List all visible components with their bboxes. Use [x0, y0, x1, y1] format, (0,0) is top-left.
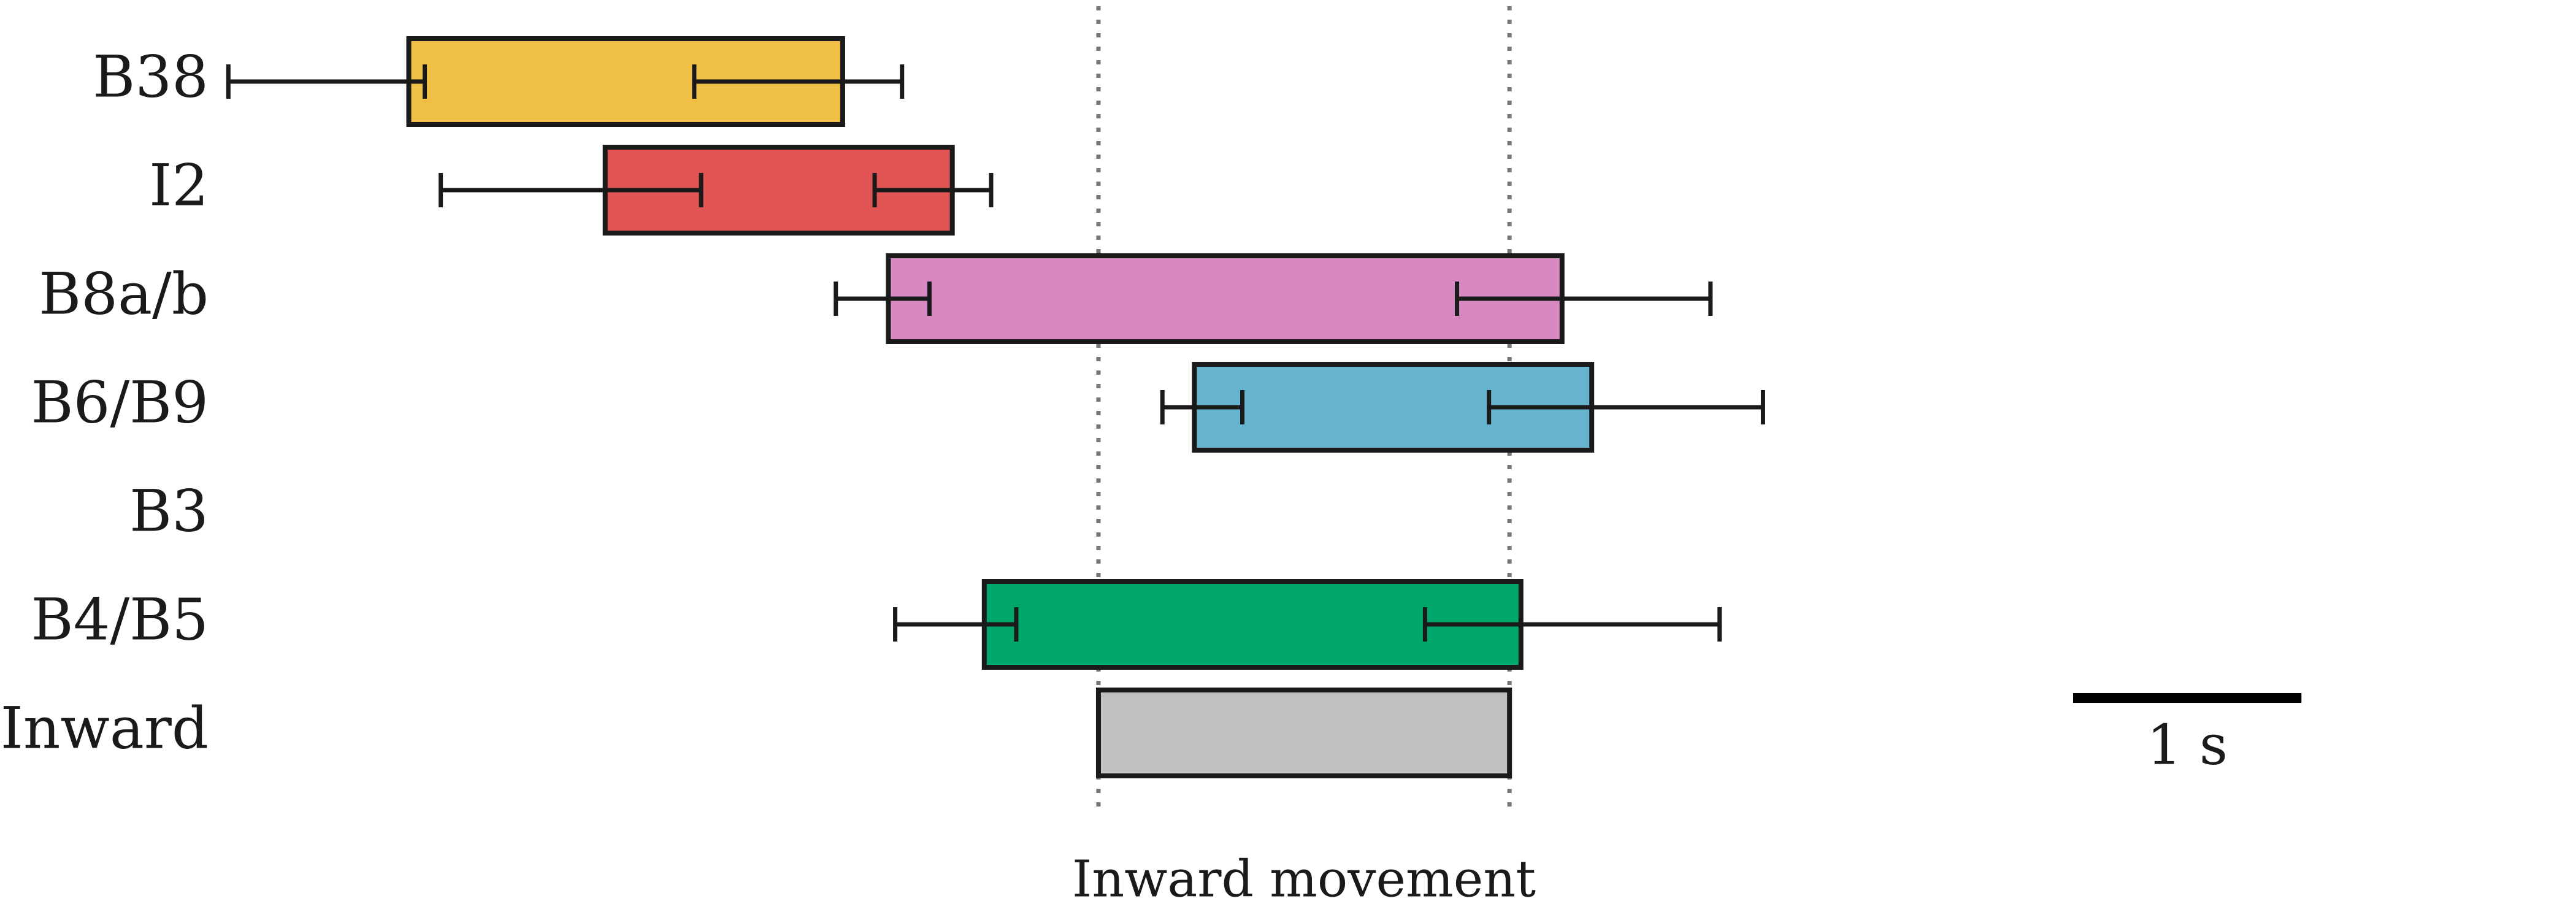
row-label-b38: B38 [93, 44, 209, 110]
scale-bar-label: 1 s [2147, 713, 2228, 777]
bars-layer [406, 36, 1595, 778]
row-label-b6-b9: B6/B9 [31, 369, 209, 436]
bar-inward [1095, 688, 1512, 778]
row-label-i2: I2 [149, 152, 209, 219]
row-label-b8a-b: B8a/b [39, 261, 209, 328]
row-label-b4-b5: B4/B5 [31, 586, 209, 653]
scale-bar-layer: 1 s [2073, 693, 2302, 777]
annotations-layer: Inward movement [1072, 851, 1536, 909]
row-label-b3: B3 [129, 478, 209, 545]
inward-movement-annotation: Inward movement [1072, 851, 1536, 909]
row-label-inward: Inward [1, 695, 209, 762]
error-bars-layer [226, 64, 1765, 642]
